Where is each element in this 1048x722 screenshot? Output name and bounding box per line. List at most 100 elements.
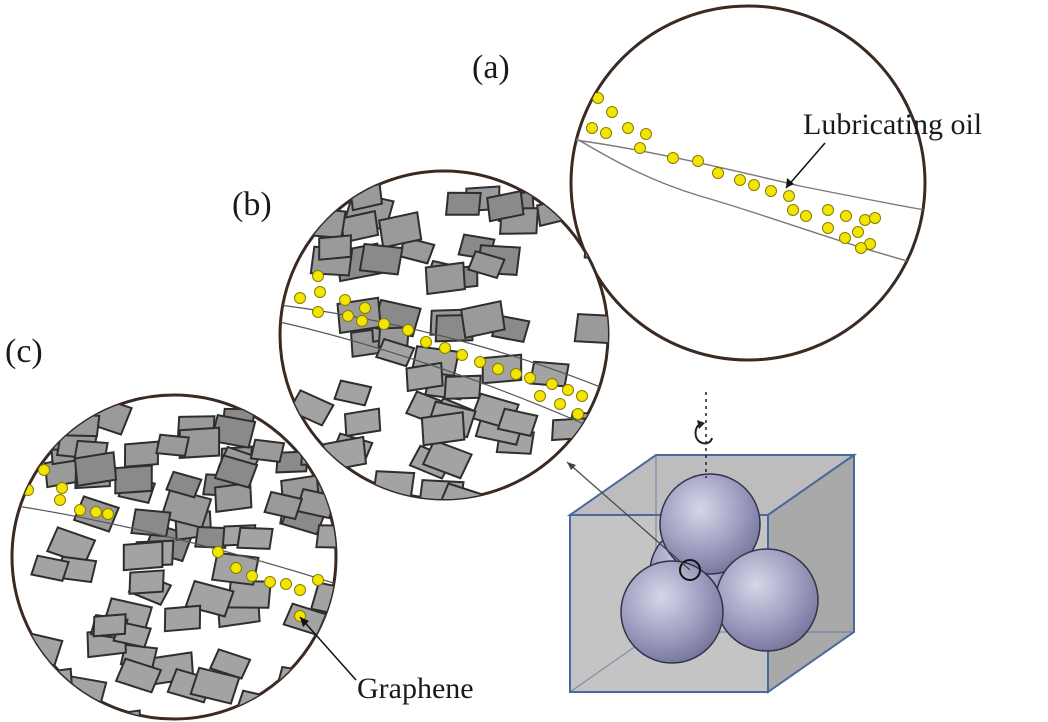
graphene-flake [374, 337, 416, 368]
oil-particle [74, 504, 86, 516]
oil-particle [765, 185, 777, 197]
oil-particle [852, 226, 864, 238]
oil-particle [339, 294, 351, 306]
graphene-flake [27, 667, 74, 704]
oil-film-channel-lower [574, 137, 925, 267]
panel-a-circle [569, 4, 927, 362]
graphene-flake [114, 464, 153, 495]
oil-particles-b [294, 270, 588, 420]
oil-particle [692, 155, 704, 167]
rotation-arrow-icon [694, 420, 713, 445]
graphene-flake [322, 691, 336, 717]
oil-particle [667, 152, 679, 164]
oil-particle [822, 222, 834, 234]
oil-particle [572, 408, 584, 420]
oil-particle [280, 578, 292, 590]
oil-particle [600, 127, 612, 139]
oil-particle [90, 506, 102, 518]
oil-particle [402, 324, 414, 336]
panel-b-label: (b) [232, 186, 272, 223]
oil-particles-c [22, 464, 324, 622]
graphene-flake [333, 379, 373, 407]
oil-particle [586, 122, 598, 134]
graphene-flake [73, 451, 118, 487]
panel-c [10, 393, 338, 721]
graphene-flake [443, 374, 482, 400]
graphene-flake [165, 470, 203, 499]
graphene-flake [128, 569, 165, 595]
graphene-flake [13, 708, 56, 719]
oil-particle [102, 508, 114, 520]
oil-particle [554, 398, 566, 410]
graphene-flake [378, 211, 423, 249]
panel-a [569, 4, 927, 362]
graphene-flake [573, 313, 608, 345]
graphene-flake [372, 470, 416, 499]
oil-particle [562, 384, 574, 396]
film-boundary-b-lower [280, 321, 608, 441]
oil-particle [212, 546, 224, 558]
oil-particle [800, 210, 812, 222]
oil-particle [524, 372, 536, 384]
graphene-flake [194, 525, 230, 549]
graphene-flake [263, 490, 304, 521]
graphene-flake [213, 454, 259, 489]
graphene-flake [163, 604, 202, 633]
oil-particle [56, 482, 68, 494]
graphene-flake [189, 666, 241, 705]
oil-particle [230, 562, 242, 574]
oil-particle [294, 292, 306, 304]
oil-particle [356, 315, 368, 327]
oil-particle [420, 336, 432, 348]
oil-particle [294, 584, 306, 596]
oil-particle [622, 122, 634, 134]
graphene-flake [65, 414, 101, 438]
graphene-flake [278, 708, 321, 719]
oil-particles-a [586, 92, 881, 254]
graphene-flake [123, 440, 160, 468]
film-boundary-c [12, 504, 336, 586]
graphene-flake [358, 242, 404, 276]
oil-particle [314, 286, 326, 298]
graphene-flake [208, 648, 252, 680]
oil-particle [855, 242, 867, 254]
graphene-label: Graphene [357, 672, 474, 705]
lubricating-oil-label: Lubricating oil [803, 108, 982, 141]
graphene-flake [122, 540, 164, 572]
oil-particle [54, 494, 66, 506]
contact-pointer-head [567, 462, 576, 470]
pointers [299, 142, 826, 681]
graphene-flake [538, 475, 585, 499]
oil-particle [634, 142, 646, 154]
contact-pointer [566, 461, 691, 571]
graphene-flake [277, 705, 321, 719]
panel-c-label: (c) [5, 333, 43, 370]
oil-particle [312, 574, 324, 586]
oil-particle [748, 179, 760, 191]
graphene-flake [437, 482, 487, 499]
oil-particle [840, 210, 852, 222]
oil-particle [474, 356, 486, 368]
graphene-flake [486, 189, 525, 223]
oil-particle [822, 204, 834, 216]
oil-particle [606, 106, 618, 118]
oil-particle [783, 190, 795, 202]
oil-particle [869, 212, 881, 224]
graphene-flake [424, 261, 466, 296]
oil-particle [546, 378, 558, 390]
panel-a-label: (a) [472, 49, 510, 86]
oil-particle [359, 302, 371, 314]
graphene-flake [249, 438, 286, 464]
oil-particle [312, 270, 324, 282]
graphene-flake [236, 526, 274, 550]
oil-particle [38, 464, 50, 476]
oil-particle [510, 368, 522, 380]
oil-particle [787, 204, 799, 216]
graphene-flake [274, 665, 322, 700]
oil-particle [378, 318, 390, 330]
oil-particle [859, 214, 871, 226]
oil-particle [534, 390, 546, 402]
graphene-flake [343, 407, 382, 438]
graphene-flake [30, 554, 70, 583]
